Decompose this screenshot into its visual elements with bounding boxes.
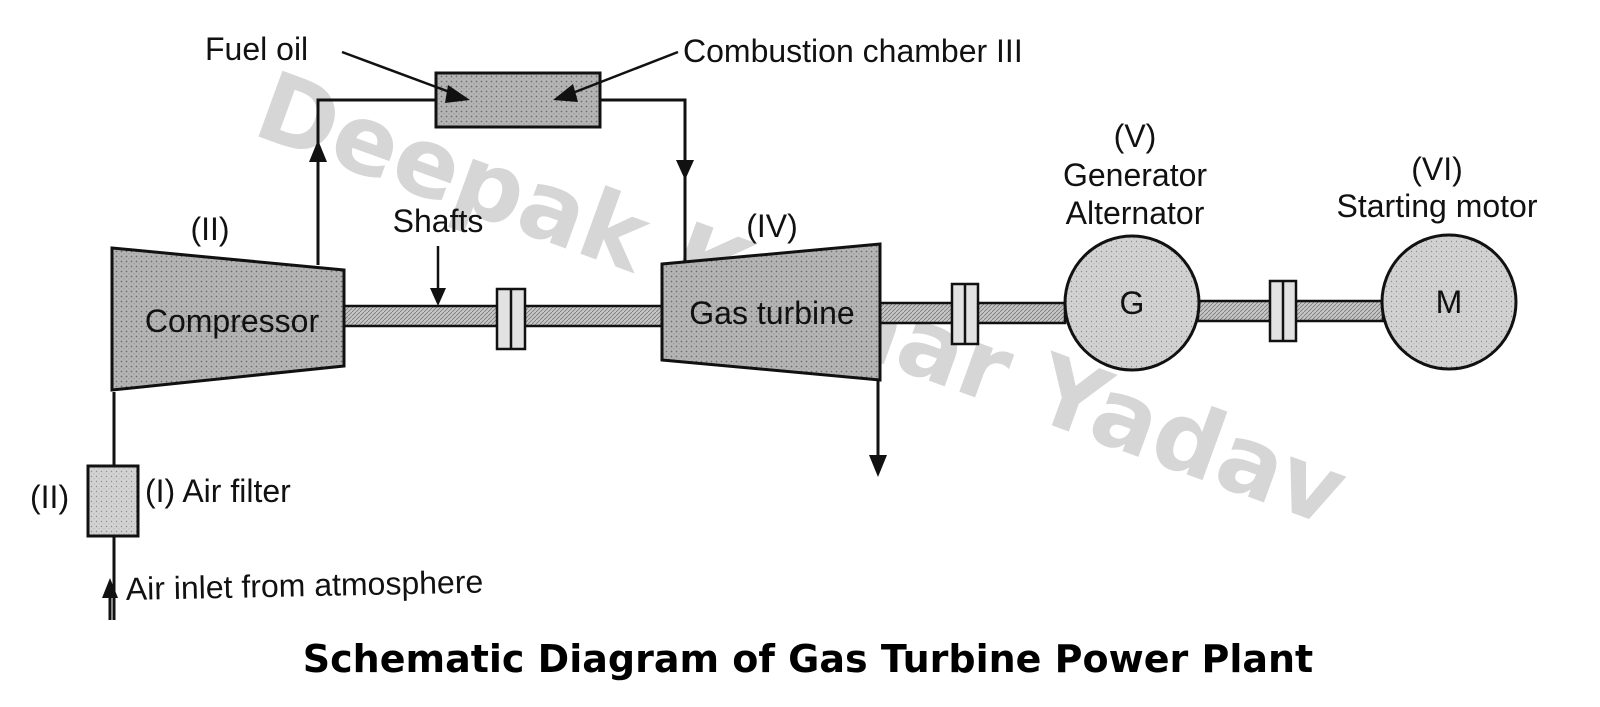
pipework xyxy=(112,98,687,620)
exhaust-arrow-icon xyxy=(869,455,887,477)
compressor-number-label: (II) xyxy=(190,211,229,247)
air-filter-label: (I) Air filter xyxy=(145,473,291,509)
air-filter xyxy=(86,464,140,538)
shafts-pointer-arrow-icon xyxy=(430,288,446,306)
motor-symbol: M xyxy=(1436,284,1463,320)
gas-turbine xyxy=(660,242,882,382)
chamber-outlet-pipe xyxy=(600,98,687,262)
motor-number-label: (VI) xyxy=(1411,151,1463,187)
compressor-outlet-pipe xyxy=(316,98,436,265)
air-inlet-arrow-icon xyxy=(102,578,118,598)
filter-left-number-label: (II) xyxy=(30,479,69,515)
compressor xyxy=(110,246,346,392)
generator-number-label: (V) xyxy=(1114,118,1157,154)
shaft-couplings xyxy=(495,279,1298,351)
fuel-oil-arrow-icon xyxy=(445,85,470,103)
combustion-chamber-label: Combustion chamber III xyxy=(683,33,1023,69)
starting-motor-label: Starting motor xyxy=(1337,188,1538,224)
flow-arrow-up-icon xyxy=(309,140,327,162)
chamber-pointer-arrow-icon xyxy=(553,84,578,102)
flow-arrow-down-icon xyxy=(676,160,694,180)
pointer-lines xyxy=(341,50,679,96)
shafts-label: Shafts xyxy=(393,203,484,239)
diagram-title: Schematic Diagram of Gas Turbine Power P… xyxy=(303,637,1313,681)
turbine-number-label: (IV) xyxy=(746,208,798,244)
fuel-oil-label: Fuel oil xyxy=(205,31,308,67)
generator-label: Generator xyxy=(1063,157,1207,193)
compressor-label: Compressor xyxy=(145,303,320,339)
generator-symbol: G xyxy=(1120,285,1145,321)
alternator-label: Alternator xyxy=(1066,195,1205,231)
air-inlet-label: Air inlet from atmosphere xyxy=(125,564,483,607)
gas-turbine-label: Gas turbine xyxy=(689,295,854,331)
generator xyxy=(1063,234,1201,372)
starting-motor xyxy=(1380,233,1518,371)
